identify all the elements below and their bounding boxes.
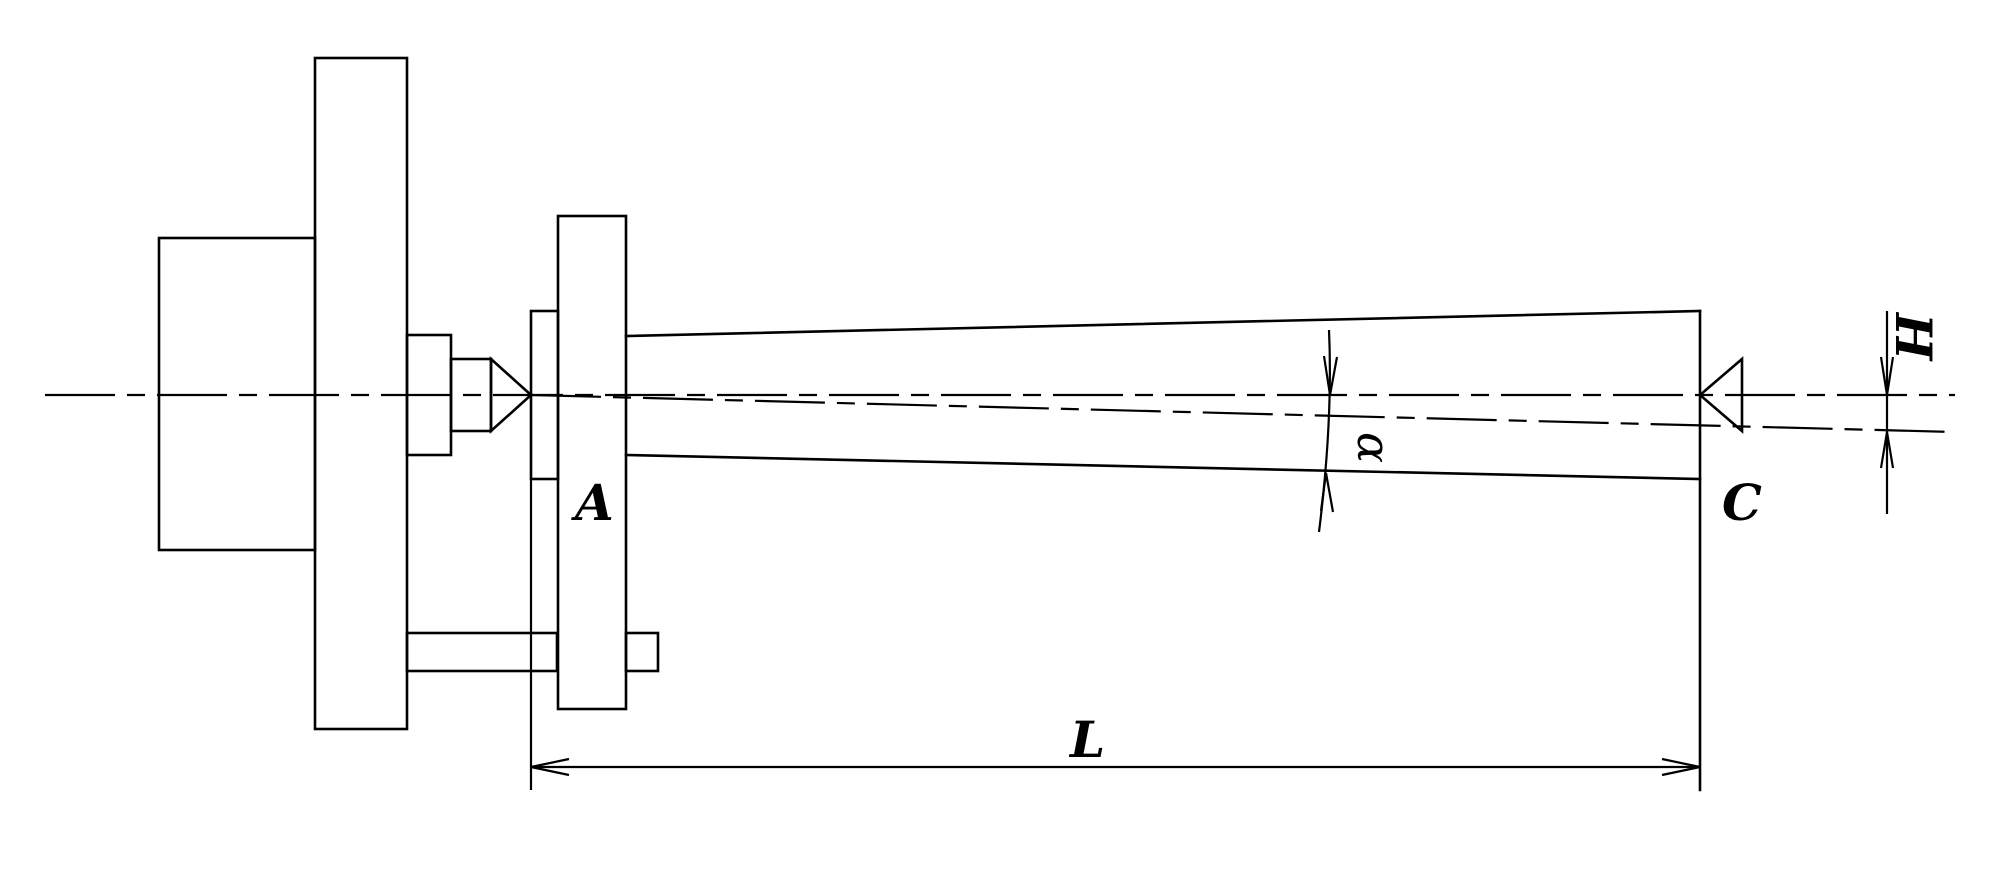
flange-A: [556, 214, 628, 711]
tapered-workpiece: [624, 309, 1702, 792]
arrowhead-left: [530, 757, 570, 777]
headstock: [157, 56, 559, 731]
driving-flange: [529, 214, 660, 711]
dimension-L: [529, 479, 1701, 790]
angle-arrow-bottom: [1319, 472, 1335, 513]
workpiece-axis: [530, 393, 1956, 434]
faceplate: [313, 56, 409, 731]
label-H: H: [1884, 311, 1943, 362]
angle-arrow-top: [1322, 355, 1339, 396]
left-center-point: [489, 356, 533, 434]
arrowhead-right: [1661, 757, 1701, 777]
arrowhead-H-top: [1879, 356, 1895, 396]
center-lines: [45, 393, 1956, 434]
dimension-H: [1879, 311, 1895, 514]
arrowhead-H-bottom: [1879, 431, 1895, 469]
driving-pin: [405, 631, 559, 673]
pin-tip: [624, 631, 660, 673]
label-C: C: [1722, 473, 1762, 532]
workpiece-bottom-edge: [624, 453, 1702, 481]
label-alpha: α: [1347, 432, 1401, 463]
angle-alpha: [1317, 329, 1339, 533]
label-L: L: [1068, 710, 1105, 769]
label-A: A: [571, 473, 614, 532]
workpiece-top-edge: [624, 309, 1702, 338]
